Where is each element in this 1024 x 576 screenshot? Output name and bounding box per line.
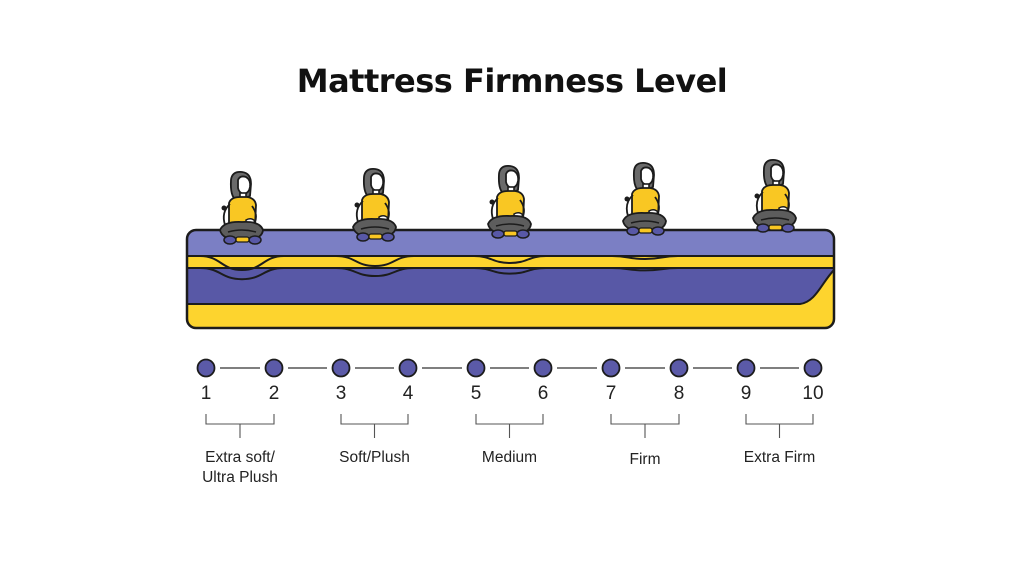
mattress-middle-layer xyxy=(187,268,834,304)
scale-dot xyxy=(196,358,216,378)
level-label-line: Ultra Plush xyxy=(202,469,278,486)
person-sitting-icon xyxy=(622,162,667,236)
level-label-line: Medium xyxy=(481,449,538,466)
level-bracket xyxy=(340,414,409,438)
scale-number: 10 xyxy=(802,383,824,404)
level-bracket xyxy=(205,414,275,438)
people-group xyxy=(219,159,797,245)
person-sitting-icon xyxy=(219,171,264,245)
level-label-line: Extra Firm xyxy=(743,449,816,466)
scale-number: 7 xyxy=(605,383,617,404)
firmness-scale xyxy=(196,358,823,438)
scale-number: 2 xyxy=(268,383,280,404)
scale-number: 5 xyxy=(470,383,482,404)
mattress-layer-line xyxy=(187,269,835,305)
scale-number: 1 xyxy=(200,383,212,404)
level-bracket xyxy=(475,414,544,438)
level-label: Firm xyxy=(575,450,715,470)
scale-number: 3 xyxy=(335,383,347,404)
level-bracket xyxy=(745,414,814,438)
level-label: Soft/Plush xyxy=(305,448,445,468)
mattress-top-layer xyxy=(187,230,834,256)
scale-number: 9 xyxy=(740,383,752,404)
person-sitting-icon xyxy=(352,168,397,242)
scale-dot xyxy=(264,358,284,378)
mattress xyxy=(185,228,836,330)
mattress-dent xyxy=(611,255,679,272)
level-label: Medium xyxy=(440,448,580,468)
level-bracket xyxy=(610,414,680,438)
scale-number: 6 xyxy=(537,383,549,404)
page-title: Mattress Firmness Level xyxy=(296,62,728,100)
level-label-line: Firm xyxy=(629,451,661,468)
level-label: Extra soft/Ultra Plush xyxy=(170,448,310,488)
scale-dot xyxy=(803,358,823,378)
mattress-dent xyxy=(335,255,415,278)
scale-dot xyxy=(601,358,621,378)
scale-dot xyxy=(669,358,689,378)
level-label-line: Extra soft/ xyxy=(205,449,275,466)
level-label: Extra Firm xyxy=(710,448,850,468)
mattress-dent xyxy=(473,255,547,275)
person-sitting-icon xyxy=(487,165,532,239)
scale-dot xyxy=(398,358,418,378)
scale-dot xyxy=(466,358,486,378)
scale-number: 8 xyxy=(673,383,685,404)
scale-dot xyxy=(331,358,351,378)
person-sitting-icon xyxy=(752,159,797,233)
scale-dot xyxy=(736,358,756,378)
level-label-line: Soft/Plush xyxy=(339,449,410,466)
scale-dot xyxy=(533,358,553,378)
scale-number: 4 xyxy=(402,383,414,404)
mattress-dent xyxy=(199,255,285,281)
